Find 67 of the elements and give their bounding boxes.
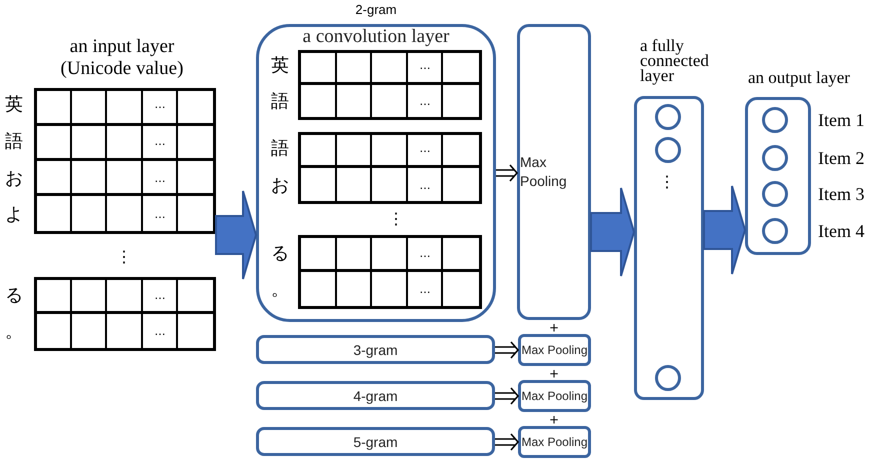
ellipsis: … (154, 326, 166, 338)
double-arrow (495, 164, 518, 182)
ngram-box (256, 427, 495, 456)
neuron-circle (762, 107, 788, 133)
ellipsis: … (154, 208, 166, 222)
box-label: 4-gram (353, 388, 398, 404)
row-character: 。 (5, 322, 23, 342)
plus-sign: + (548, 321, 560, 335)
ellipsis: … (420, 180, 430, 192)
neuron-circle (655, 104, 681, 130)
box-label: Max Pooling (521, 436, 588, 448)
ellipsis: … (420, 60, 430, 72)
double-arrow (494, 387, 520, 405)
plus-sign: + (548, 413, 560, 427)
row-character: 語 (271, 139, 289, 159)
neuron-circle (762, 145, 788, 171)
vertical-ellipsis: ⋮ (388, 210, 404, 228)
ellipsis: … (154, 98, 166, 112)
layer-title: a fully connected layer (640, 38, 710, 83)
neuron-circle (762, 181, 788, 207)
box-label: Max Pooling (520, 153, 568, 191)
pooling-box (518, 334, 591, 366)
layer-title: an output layer (748, 68, 850, 88)
neuron-circle (655, 365, 681, 391)
vertical-ellipsis: ⋮ (659, 173, 675, 191)
block-arrow (215, 190, 258, 280)
ngram-box (256, 335, 495, 364)
box-label: 5-gram (353, 434, 398, 450)
row-character: る (271, 244, 289, 264)
layer-title: 2-gram (354, 2, 398, 18)
row-character: 語 (5, 132, 23, 152)
pooling-box (517, 24, 591, 320)
block-arrow (703, 185, 746, 275)
ngram-box (256, 381, 495, 410)
item-label: Item 2 (818, 148, 864, 168)
neuron-circle (655, 137, 681, 163)
pooling-box (518, 380, 591, 412)
item-label: Item 4 (818, 221, 864, 241)
ellipsis: … (420, 142, 430, 156)
ellipsis: … (154, 136, 166, 148)
layer-title: an input layer (Unicode value) (60, 36, 184, 80)
box-label: Max Pooling (521, 344, 588, 356)
row-character: 語 (271, 92, 289, 112)
ellipsis: … (420, 96, 430, 108)
box-label: Max Pooling (521, 390, 588, 402)
box-label: 3-gram (353, 342, 398, 358)
double-arrow (494, 341, 520, 359)
row-character: 英 (5, 95, 23, 115)
row-character: お (5, 169, 23, 189)
ellipsis: … (420, 248, 430, 260)
vertical-ellipsis: ⋮ (116, 248, 132, 266)
neuron-circle (762, 218, 788, 244)
row-character: る (5, 286, 23, 306)
plus-sign: + (548, 367, 560, 381)
item-label: Item 1 (818, 110, 864, 130)
box-label: a convolution layer (302, 26, 450, 48)
ellipsis: … (154, 290, 166, 302)
row-character: よ (5, 205, 23, 225)
row-character: 英 (271, 56, 289, 76)
ellipsis: … (420, 284, 430, 296)
ellipsis: … (154, 172, 166, 186)
block-arrow (590, 187, 636, 277)
item-label: Item 3 (818, 184, 864, 204)
pooling-box (518, 426, 591, 458)
row-character: お (271, 176, 289, 196)
double-arrow (494, 433, 520, 451)
row-character: 。 (271, 280, 289, 300)
